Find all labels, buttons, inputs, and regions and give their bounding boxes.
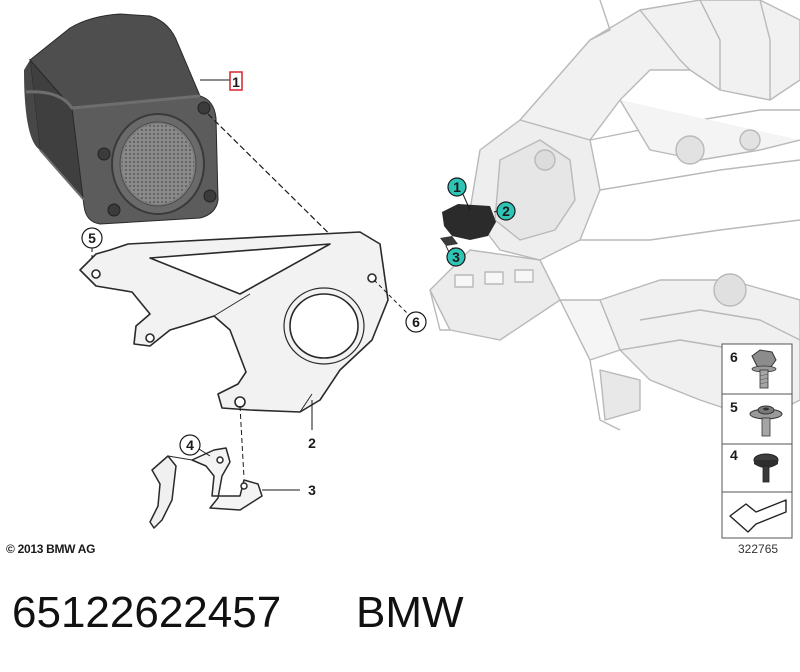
- copyright-notice: © 2013 BMW AG: [6, 542, 96, 556]
- hex-bolt-icon: [751, 349, 777, 389]
- installed-speaker-overview: [440, 204, 496, 255]
- callout-2: 2: [308, 400, 316, 451]
- speaker-enclosure: [24, 13, 219, 225]
- callout-3-label: 3: [308, 482, 316, 498]
- part-number: 65122622457: [12, 588, 282, 637]
- overview-callout-1-label: 1: [453, 179, 461, 195]
- overview-callout-3: 3: [446, 247, 466, 267]
- overview-callout-2-label: 2: [502, 203, 510, 219]
- overview-callout-2: 2: [493, 201, 516, 221]
- legend-item-4: 4: [730, 447, 779, 483]
- callout-6-label: 6: [412, 314, 420, 330]
- legend-item-4-number: 4: [730, 447, 738, 463]
- legend-item-5-number: 5: [730, 399, 738, 415]
- callout-6: 6: [373, 279, 427, 333]
- callout-3: 3: [262, 482, 316, 498]
- callout-4-label: 4: [186, 437, 194, 453]
- legend-item-6-number: 6: [730, 349, 738, 365]
- diagram-id: 322765: [738, 542, 779, 556]
- speaker-bracket: [79, 231, 389, 413]
- overview-callout-1: 1: [447, 177, 471, 211]
- legend-item-5: 5: [730, 399, 783, 437]
- push-rivet-icon: [753, 453, 779, 483]
- callout-1: 1: [200, 71, 243, 91]
- overview-callout-3-label: 3: [452, 249, 460, 265]
- assembly-line-holder: [239, 405, 245, 479]
- callout-1-label: 1: [232, 74, 240, 90]
- direction-arrow-icon: [729, 499, 787, 533]
- callout-5-label: 5: [88, 230, 96, 246]
- fastener-legend: 6 5 4: [721, 343, 793, 539]
- holder-clip: [149, 447, 263, 529]
- collar-screw-icon: [749, 405, 783, 437]
- brand-name: BMW: [356, 588, 464, 637]
- legend-item-6: 6: [730, 349, 777, 389]
- callout-5: 5: [81, 227, 103, 262]
- callout-4: 4: [179, 434, 211, 457]
- callout-2-label: 2: [308, 435, 316, 451]
